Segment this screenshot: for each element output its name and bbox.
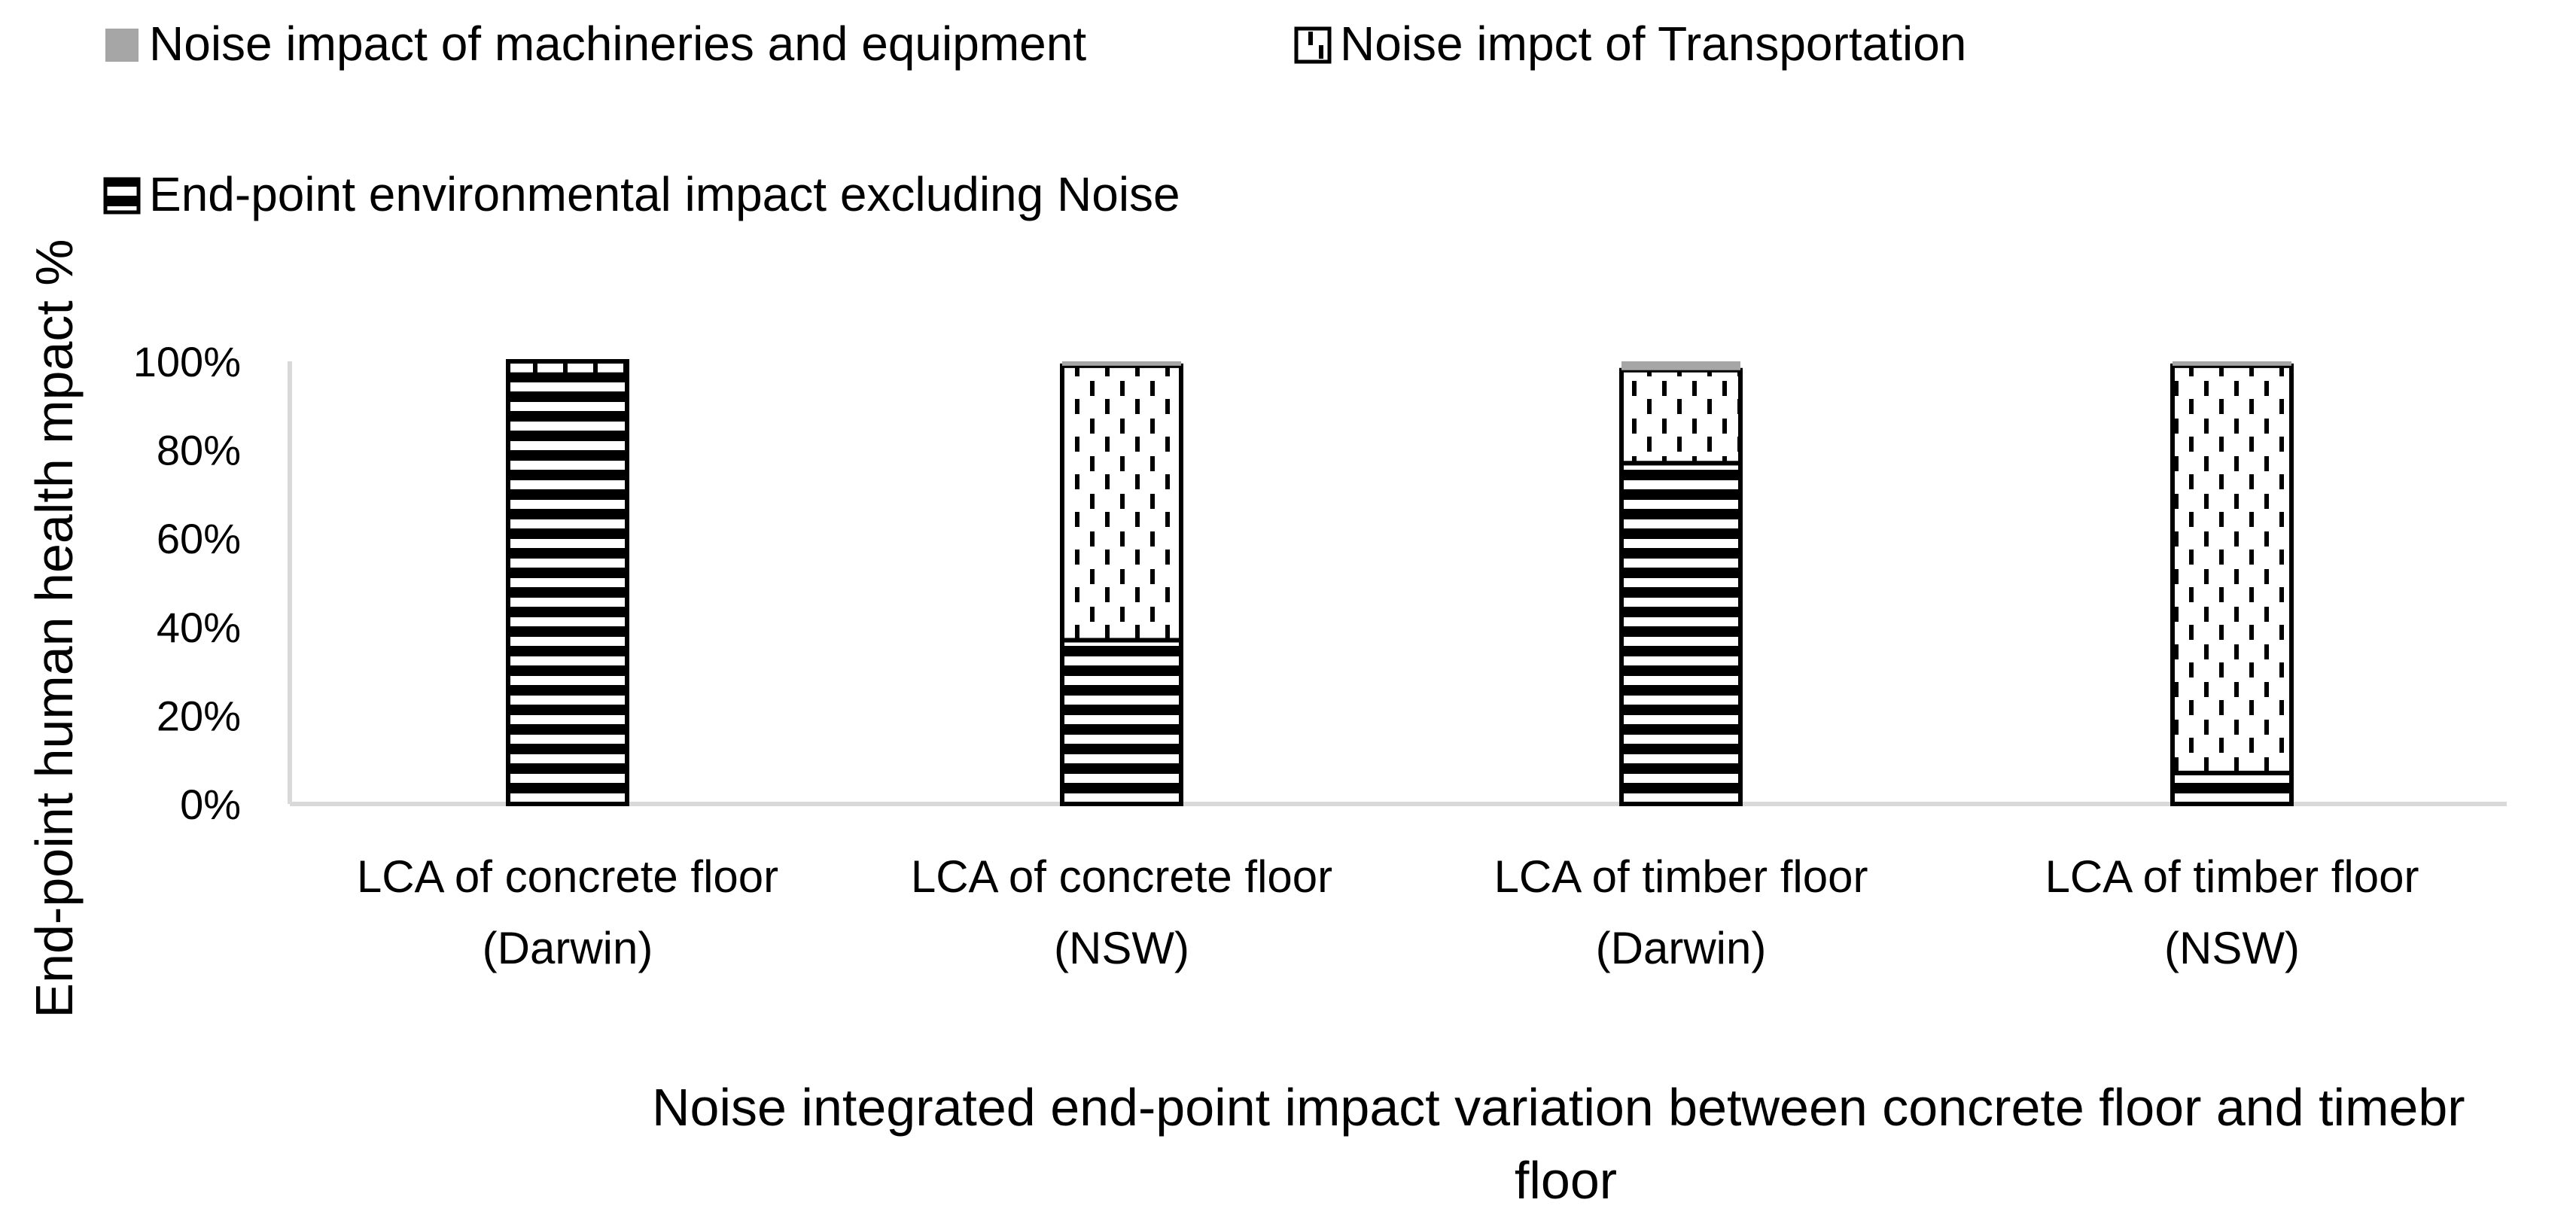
axes [288, 361, 2507, 806]
x-axis-title-line-1: Noise integrated end-point impact variat… [652, 1078, 2465, 1137]
x-category-label: LCA of timber floor (Darwin) [1494, 851, 1868, 973]
x-category-label: LCA of timber floor (NSW) [2045, 851, 2419, 973]
legend-swatch [105, 29, 139, 62]
y-tick-label: 80% [157, 427, 241, 474]
legend-item: Noise impact of machineries and equipmen… [105, 17, 1086, 71]
bar-segment-3-cat-4 [2173, 361, 2291, 366]
bars [506, 359, 2294, 806]
bar-segment-1-cat-2 [1060, 638, 1183, 806]
bar-segment-1-cat-1 [506, 372, 629, 806]
bar-segment-1-cat-3 [1619, 461, 1743, 806]
x-category-label-line: (Darwin) [483, 923, 653, 973]
bar-segment-2-cat-4 [2170, 363, 2294, 775]
x-axis-title: Noise integrated end-point impact variat… [652, 1078, 2480, 1210]
x-axis-title-line-2: floor [1515, 1151, 1617, 1210]
legend-swatch-mark [1308, 32, 1313, 45]
bar-segment-2-cat-3 [1619, 367, 1743, 466]
bar-segment-1-cat-4 [2170, 770, 2294, 806]
legend-label: Noise impct of Transportation [1340, 17, 1966, 71]
y-tick-label: 0% [180, 781, 241, 828]
x-category-label-line: LCA of timber floor [2045, 851, 2419, 902]
x-category-label-line: (Darwin) [1596, 923, 1767, 973]
y-tick-label: 40% [157, 604, 241, 651]
bar-segment-3-cat-2 [1062, 361, 1181, 366]
y-tick-label: 60% [157, 515, 241, 562]
legend-item: Noise impct of Transportation [1294, 17, 1966, 71]
y-axis-ticks: 0% 20% 40% 60% 80% 100% [133, 338, 241, 828]
x-category-label-line: (NSW) [1054, 923, 1189, 973]
legend: Noise impact of machineries and equipmen… [103, 17, 1966, 221]
legend-swatch-mark [1319, 45, 1323, 59]
x-category-label-line: LCA of concrete floor [357, 851, 778, 902]
bar-segment-3-cat-3 [1621, 361, 1740, 370]
y-axis-title: End-point human health mpact % [25, 239, 84, 1018]
bar-segment-2-cat-1 [506, 359, 629, 377]
x-category-label-line: LCA of concrete floor [911, 851, 1332, 902]
legend-label: End-point environmental impact excluding… [149, 167, 1180, 221]
x-category-label-line: (NSW) [2164, 923, 2300, 973]
y-tick-label: 100% [133, 338, 241, 385]
legend-swatch [103, 177, 141, 215]
legend-label: Noise impact of machineries and equipmen… [149, 17, 1086, 71]
legend-item: End-point environmental impact excluding… [103, 167, 1180, 221]
x-category-label: LCA of concrete floor (Darwin) [357, 851, 778, 973]
x-axis-category-labels: LCA of concrete floor(Darwin)LCA of conc… [357, 851, 2419, 973]
bar-segment-2-cat-2 [1060, 363, 1183, 643]
x-category-label-line: LCA of timber floor [1494, 851, 1868, 902]
y-tick-label: 20% [157, 692, 241, 739]
x-category-label: LCA of concrete floor (NSW) [911, 851, 1332, 973]
